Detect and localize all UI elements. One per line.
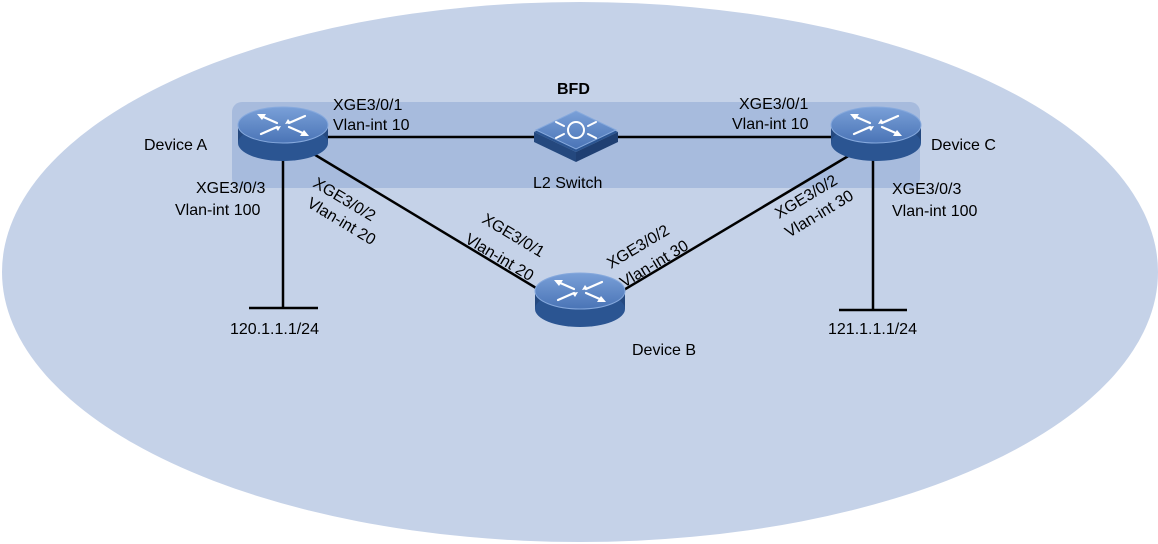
link-a-b xyxy=(306,148,557,302)
c-switch-port-label: XGE3/0/1 xyxy=(739,96,808,113)
a-switch-vlan-label: Vlan-int 10 xyxy=(333,117,410,134)
left-network-label: 120.1.1.1/24 xyxy=(230,321,319,338)
a-lan-vlan-label: Vlan-int 100 xyxy=(175,202,260,219)
c-lan-vlan-label: Vlan-int 100 xyxy=(892,203,977,220)
links xyxy=(249,135,907,312)
device-a-router-icon[interactable] xyxy=(236,105,330,163)
right-network-label: 121.1.1.1/24 xyxy=(828,321,917,338)
l2-switch-label: L2 Switch xyxy=(533,175,602,192)
device-a-label: Device A xyxy=(144,137,207,154)
c-lan-port-label: XGE3/0/3 xyxy=(892,181,961,198)
l2-switch-icon[interactable] xyxy=(534,110,618,162)
link-b-c xyxy=(606,150,856,302)
device-c-label: Device C xyxy=(931,137,996,154)
bfd-label: BFD xyxy=(557,81,590,98)
a-lan-port-label: XGE3/0/3 xyxy=(196,180,265,197)
device-c-router-icon[interactable] xyxy=(829,105,923,163)
device-b-router-icon[interactable] xyxy=(533,271,627,329)
device-b-label: Device B xyxy=(632,342,696,359)
c-switch-vlan-label: Vlan-int 10 xyxy=(732,116,809,133)
a-switch-port-label: XGE3/0/1 xyxy=(333,97,402,114)
